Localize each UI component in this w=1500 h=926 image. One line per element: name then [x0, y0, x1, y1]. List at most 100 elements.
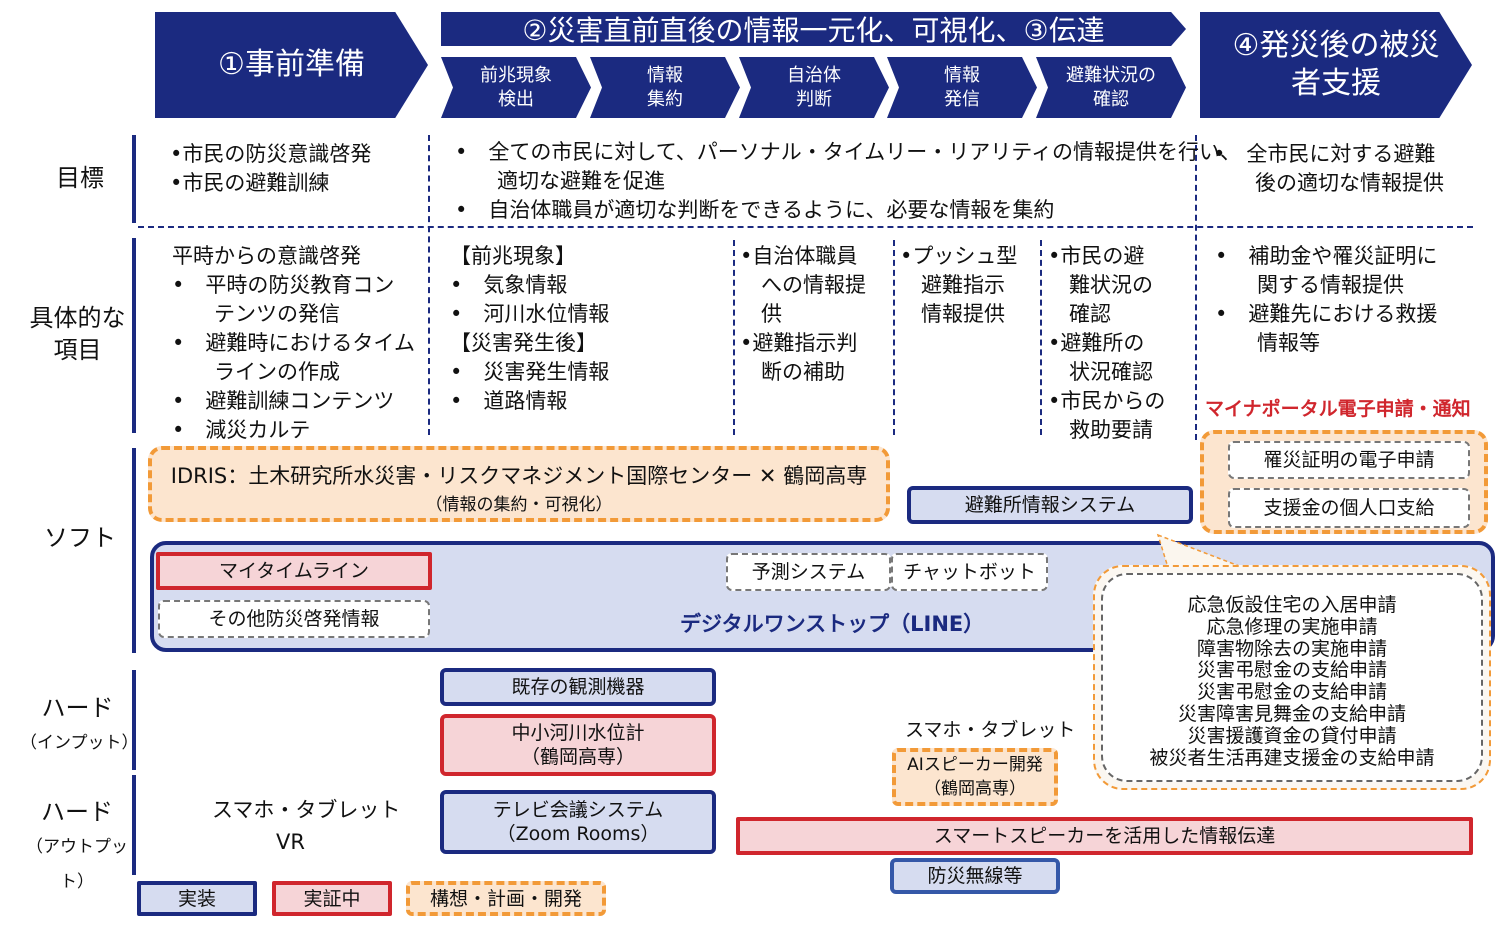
idris-title: IDRIS：土木研究所水災害・リスクマネジメント国際センター ✕ 鶴岡高専: [170, 464, 868, 488]
list-line: 障害物除去の実施申請: [1196, 637, 1387, 660]
list-line: •避難所の: [1048, 331, 1145, 355]
tv-1: テレビ会議システム: [492, 799, 664, 821]
hard-in-2: （インプット）: [20, 733, 139, 753]
phase-2-header: ②災害直前直後の情報一元化、可視化、③伝達: [441, 12, 1186, 46]
dashed-divider: [428, 135, 430, 435]
list-line: 被災者生活再建支援金の支給申請: [1149, 746, 1435, 769]
list-line: • 減災カルテ: [172, 418, 311, 442]
sub-phase-label: 検出: [498, 88, 534, 110]
list-line: • 避難訓練コンテンツ: [172, 389, 395, 413]
sub-phase-label: 避難状況の: [1066, 64, 1156, 86]
list-line: •市民の避: [1048, 244, 1145, 268]
payment-application: 支援金の個人口支給: [1228, 488, 1470, 528]
items-col4: •プッシュ型 避難指示 情報提供: [900, 242, 1017, 329]
row-divider: [132, 670, 136, 770]
sub-phase-label: 情報: [944, 64, 980, 86]
sub-phase-header: 自治体判断: [739, 57, 889, 118]
row-label-items-1: 具体的な: [29, 304, 126, 332]
sub-phase-label: 判断: [796, 88, 832, 110]
ai-2: （鶴岡高専）: [924, 779, 1026, 799]
list-line: • 自治体職員が適切な判断をできるように、必要な情報を集約: [455, 198, 1055, 222]
list-line: •避難指示判: [740, 331, 858, 355]
row-divider: [132, 238, 136, 433]
list-line: •市民からの: [1048, 389, 1166, 413]
idris-box: IDRIS：土木研究所水災害・リスクマネジメント国際センター ✕ 鶴岡高専 （情…: [148, 446, 890, 522]
items-col3: •自治体職員 への情報提 供 •避難指示判 断の補助: [740, 242, 866, 387]
list-line: • 全ての市民に対して、パーソナル・タイムリー・リアリティの情報提供を行い、: [455, 140, 1242, 164]
row-label-items-2: 項目: [53, 336, 102, 364]
tv-2: （Zoom Rooms）: [496, 823, 660, 845]
items-col2: 【前兆現象】• 気象情報• 河川水位情報【災害発生後】• 災害発生情報• 道路情…: [450, 242, 609, 416]
list-line: • 道路情報: [450, 389, 568, 413]
list-line: 平時からの意識啓発: [172, 244, 361, 268]
ai-speaker: AIスピーカー開発（鶴岡高専）: [892, 748, 1058, 806]
list-line: • 河川水位情報: [450, 302, 610, 326]
other-awareness-info: その他防災啓発情報: [158, 600, 430, 638]
sub-phase-label: 確認: [1093, 88, 1129, 110]
items-col6: • 補助金や罹災証明に 関する情報提供• 避難先における救援 情報等: [1215, 242, 1437, 358]
list-line: 避難指示: [900, 273, 1005, 297]
list-line: 情報等: [1215, 331, 1320, 355]
row-divider: [132, 448, 136, 653]
list-line: •プッシュ型: [900, 244, 1018, 268]
my-timeline: マイタイムライン: [156, 552, 432, 590]
list-line: 適切な避難を促進: [455, 169, 665, 193]
sub-phase-label: 前兆現象: [480, 64, 552, 86]
phase-1-label: ①事前準備: [218, 47, 365, 82]
sub-phase-label: 自治体: [787, 64, 841, 86]
list-line: 供: [740, 302, 782, 326]
sub-phase-label: 集約: [647, 88, 683, 110]
dashed-divider: [733, 240, 735, 435]
legend-planning: 構想・計画・開発: [406, 881, 606, 916]
dashed-divider: [893, 240, 895, 435]
chatbot: チャットボット: [891, 553, 1048, 591]
water-1: 中小河川水位計: [511, 722, 645, 744]
prediction-system: 予測システム: [726, 553, 891, 591]
list-line: •自治体職員: [740, 244, 858, 268]
dashed-divider: [1040, 240, 1042, 435]
list-line: ラインの作成: [172, 360, 340, 384]
list-line: 状況確認: [1048, 360, 1153, 384]
dashed-divider: [1195, 135, 1197, 440]
sub-phase-label: 情報: [647, 64, 683, 86]
items-col1: 平時からの意識啓発• 平時の防災教育コン テンツの発信• 避難時におけるタイム …: [172, 242, 415, 445]
list-line: 応急修理の実施申請: [1206, 615, 1378, 638]
list-line: 断の補助: [740, 360, 845, 384]
idris-subtitle: （情報の集約・可視化）: [425, 495, 613, 515]
sub-phase-header: 情報発信: [887, 57, 1037, 118]
list-line: 災害弔慰金の支給申請: [1196, 681, 1387, 704]
mynaportal-title: マイナポータル電子申請・通知: [1205, 398, 1471, 420]
list-line: • 平時の防災教育コン: [172, 273, 395, 297]
sub-phase-header: 避難状況の確認: [1036, 57, 1186, 118]
list-line: への情報提: [740, 273, 866, 297]
callout: 応急仮設住宅の入居申請応急修理の実施申請障害物除去の実施申請災害弔慰金の支給申請…: [1093, 565, 1491, 790]
list-line: 確認: [1048, 302, 1111, 326]
list-line: 災害弔慰金の支給申請: [1196, 659, 1387, 682]
row-label-hard-input: ハード （インプット）: [20, 692, 139, 759]
water-level-gauge: 中小河川水位計（鶴岡高専）: [440, 714, 716, 776]
phase-4-header: ④発災後の被災者支援: [1200, 12, 1472, 118]
existing-sensors: 既存の観測機器: [440, 668, 716, 706]
tv-conference: テレビ会議システム（Zoom Rooms）: [440, 790, 716, 854]
list-line: 情報提供: [900, 302, 1005, 326]
hard-in-1: ハード: [41, 694, 114, 722]
list-line: • 全市民に対する避難: [1213, 142, 1436, 166]
list-line: •市民の防災意識啓発: [170, 142, 372, 166]
goal-col2: • 全ての市民に対して、パーソナル・タイムリー・リアリティの情報提供を行い、 適…: [455, 138, 1241, 225]
hard-out-2: （アウトプット）: [26, 837, 128, 892]
goal-col1: •市民の防災意識啓発•市民の避難訓練: [170, 140, 371, 198]
row-label-items: 具体的な項目: [20, 302, 135, 366]
list-line: 【前兆現象】: [450, 244, 576, 268]
row-label-goal: 目標: [56, 164, 104, 192]
phase-2-label: ②災害直前直後の情報一元化、可視化、③伝達: [522, 14, 1105, 47]
application-list: 応急仮設住宅の入居申請応急修理の実施申請障害物除去の実施申請災害弔慰金の支給申請…: [1101, 573, 1483, 782]
list-line: • 補助金や罹災証明に: [1215, 244, 1438, 268]
list-line: • 避難先における救援: [1215, 302, 1438, 326]
sub-phase-header: 前兆現象検出: [441, 57, 591, 118]
shelter-info-system: 避難所情報システム: [907, 486, 1193, 524]
sub-phase-label: 発信: [944, 88, 980, 110]
phase-4-line1: ④発災後の被災: [1232, 28, 1440, 63]
goal-col3: • 全市民に対する避難 後の適切な情報提供: [1213, 140, 1444, 198]
legend-implemented: 実装: [137, 881, 257, 916]
list-line: テンツの発信: [172, 302, 340, 326]
